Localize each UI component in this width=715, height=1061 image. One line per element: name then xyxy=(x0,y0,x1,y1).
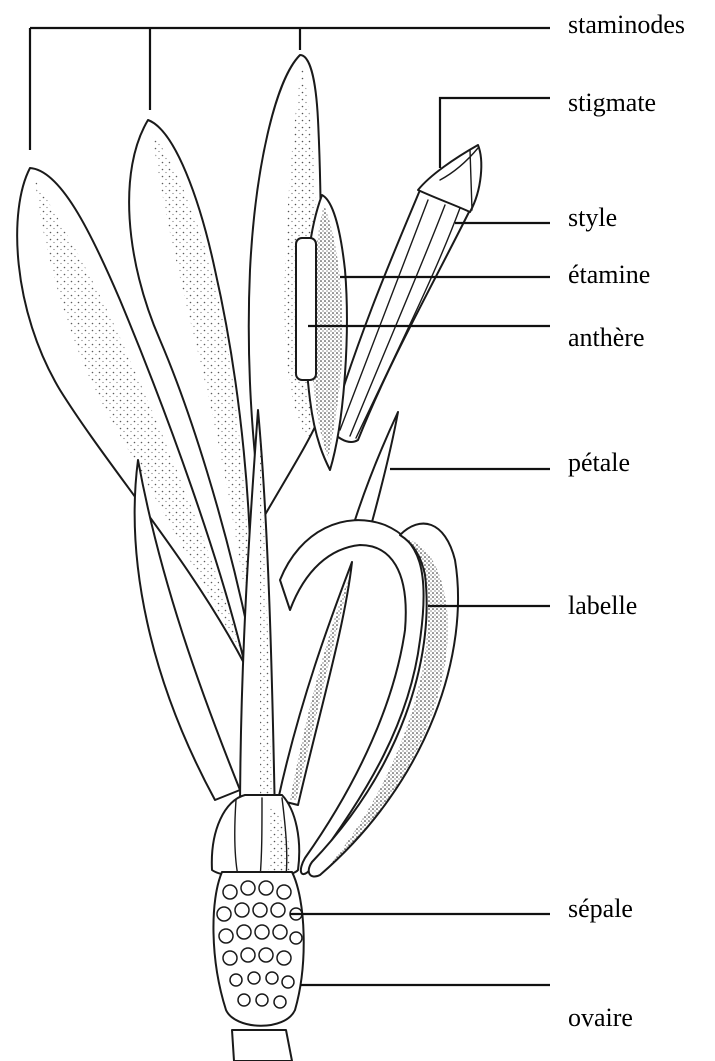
label-petale: pétale xyxy=(568,450,630,476)
label-stigmate: stigmate xyxy=(568,90,656,116)
label-sepale: sépale xyxy=(568,896,633,922)
label-style: style xyxy=(568,205,617,231)
label-anthere: anthère xyxy=(568,325,645,351)
petal-lower-shading xyxy=(290,575,350,800)
label-staminodes: staminodes xyxy=(568,12,685,38)
label-etamine: étamine xyxy=(568,262,650,288)
label-labelle: labelle xyxy=(568,593,637,619)
anther xyxy=(296,238,316,380)
stem xyxy=(232,1030,292,1061)
label-ovaire: ovaire xyxy=(568,1005,633,1031)
